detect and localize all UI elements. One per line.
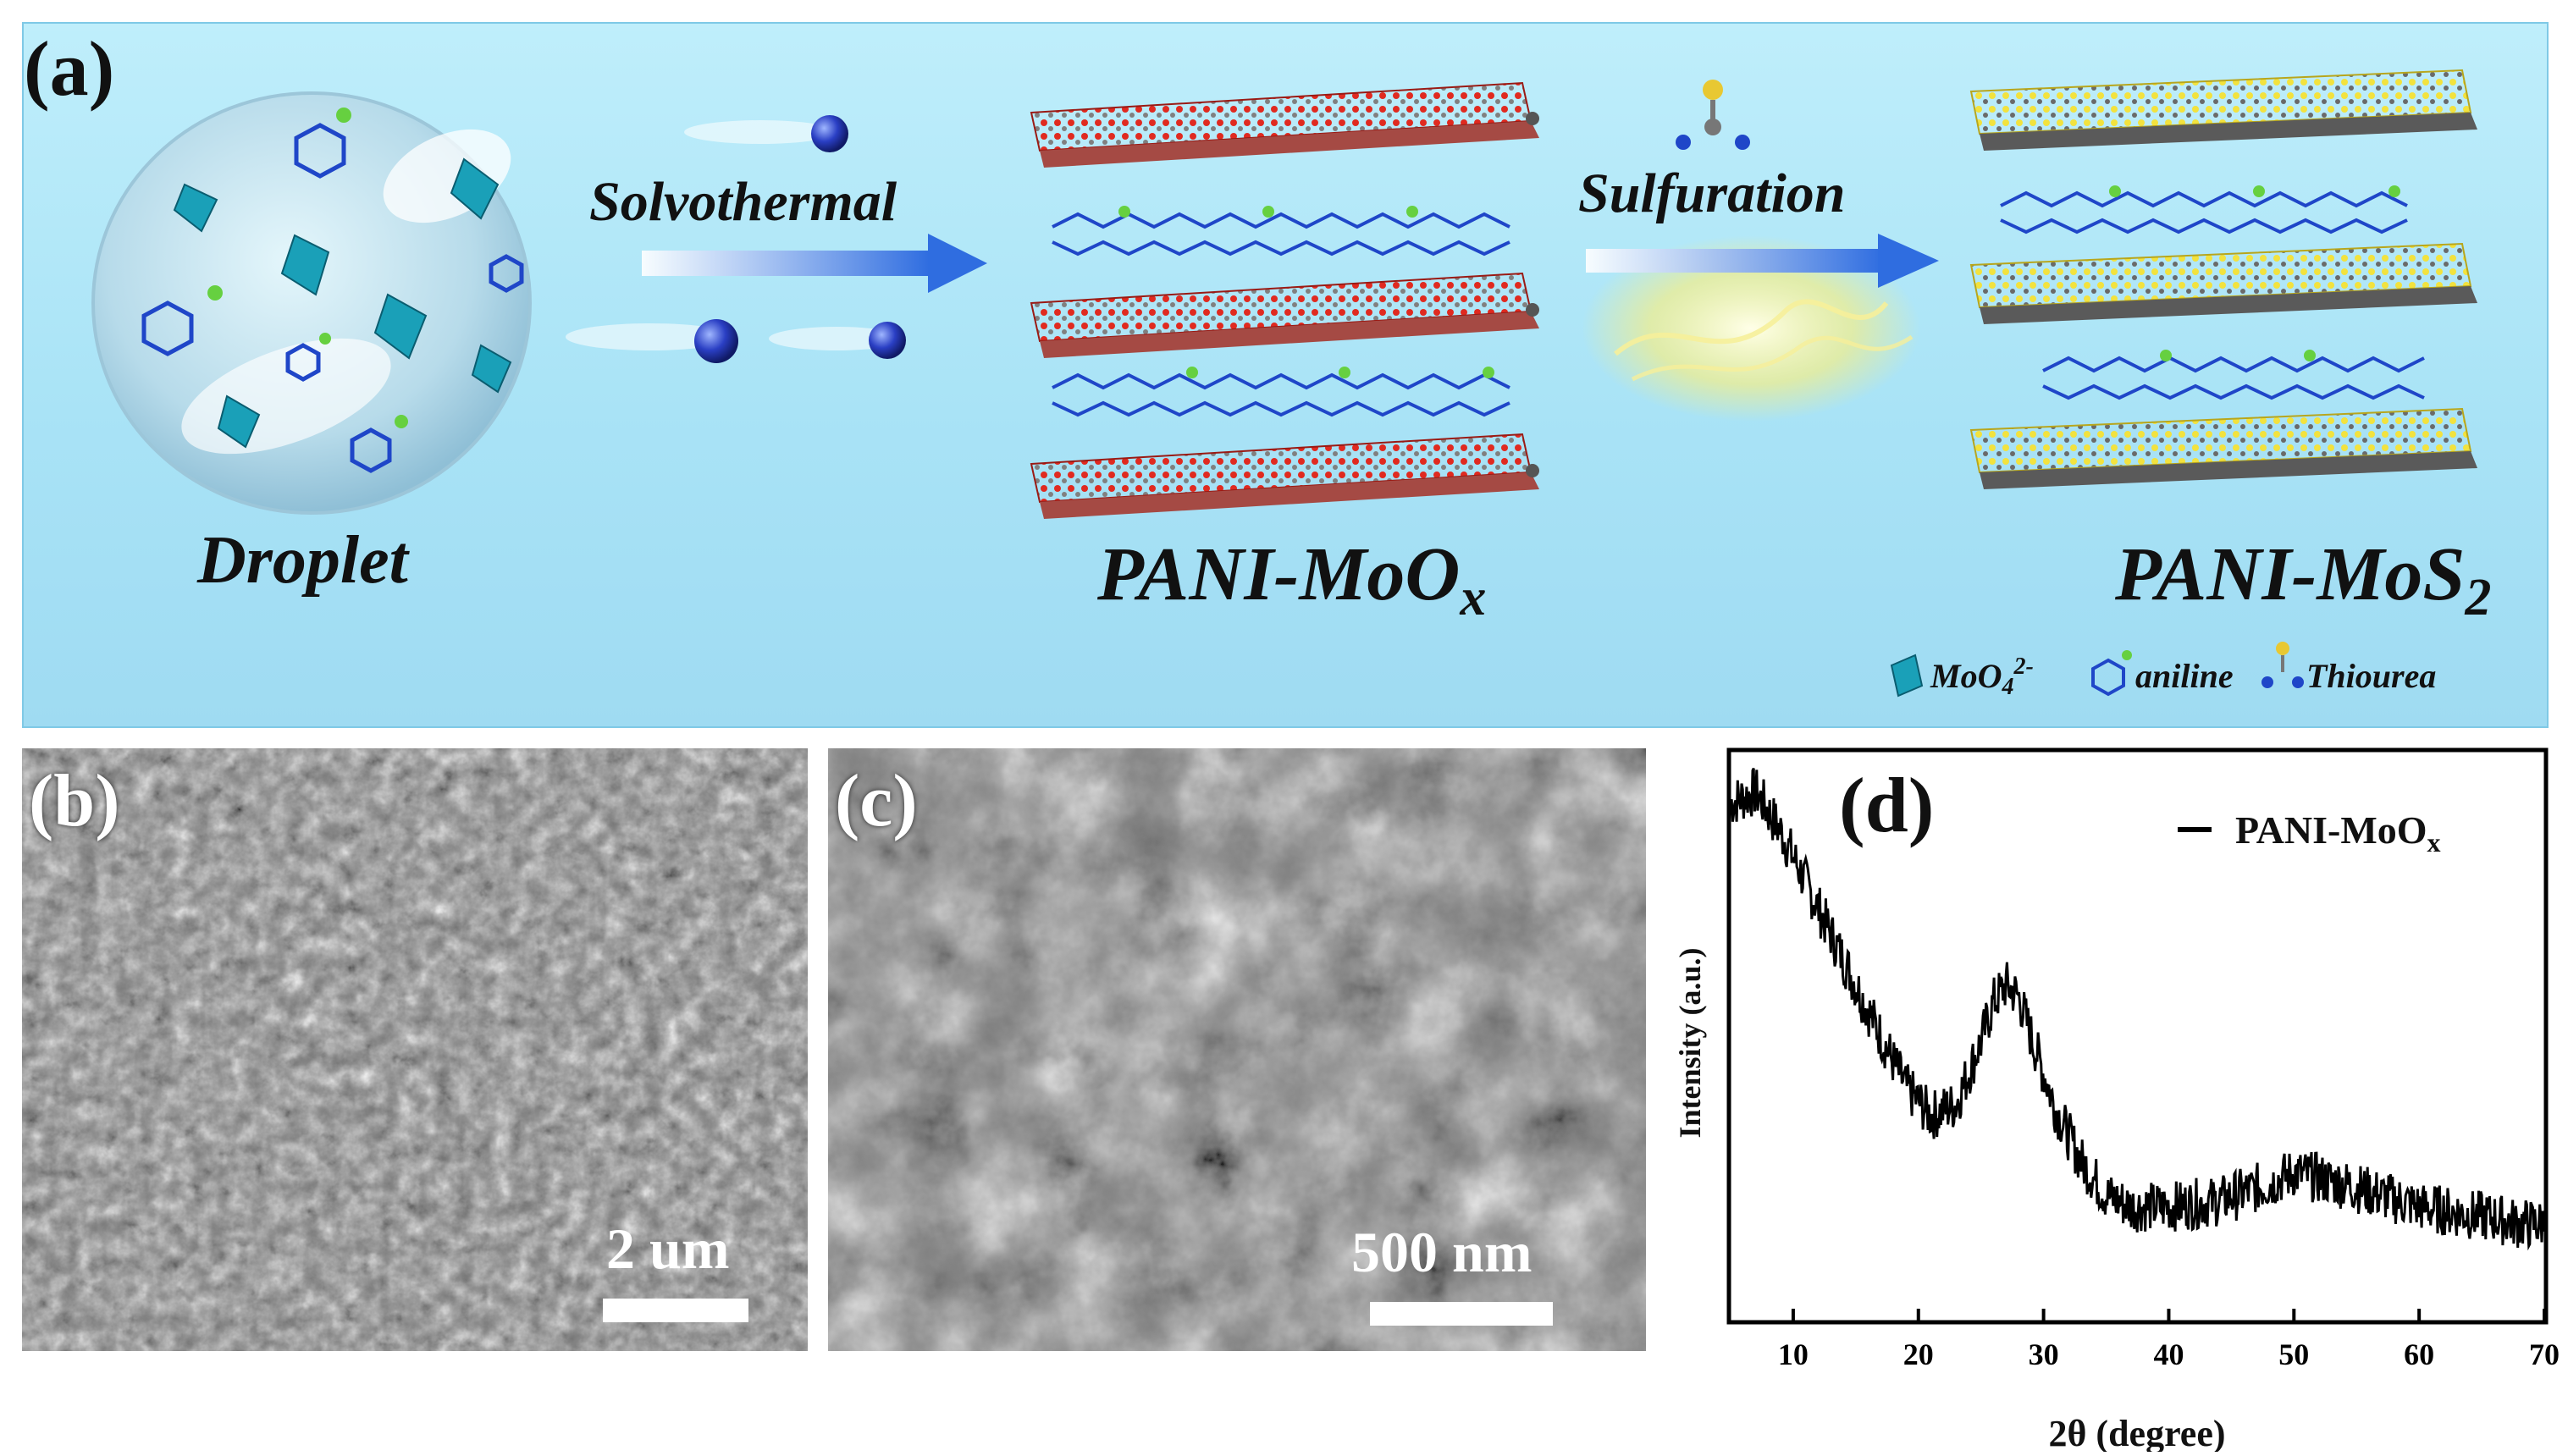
thiourea-legend-label: Thiourea [2306, 657, 2436, 695]
droplet-label: Droplet [196, 523, 411, 598]
x-tick-label-20: 20 [1903, 1337, 1934, 1371]
scale-bar-c [1370, 1302, 1553, 1326]
x-tick-label-40: 40 [2153, 1337, 2184, 1371]
sem-texture-c [828, 748, 1646, 1351]
x-tick-label-60: 60 [2404, 1337, 2434, 1371]
pani-mos2-label: PANI-MoS2 [2114, 532, 2491, 626]
xrd-plot: 10 20 30 40 50 60 70 (d) PANI-MoOx 2θ (degree)… [1673, 747, 2560, 1454]
moo4-legend-icon [1890, 654, 1924, 698]
moo4-legend-label: MoO42- [1930, 654, 2034, 700]
droplet-sphere [91, 91, 532, 515]
thiourea-legend-icon [2261, 642, 2304, 688]
x-tick-label-30: 30 [2029, 1337, 2059, 1371]
schematic-drawing: Droplet Solvothermal [91, 69, 2491, 700]
sulfuration-arrow [1582, 80, 1939, 422]
aniline-legend-icon [2091, 658, 2125, 697]
pani-moox-label: PANI-MoOx [1096, 532, 1486, 626]
x-tick-label-10: 10 [1778, 1337, 1809, 1371]
sulfuration-label: Sulfuration [1578, 163, 1846, 224]
y-axis-label: Intensity (a.u.) [1673, 947, 1707, 1138]
sem-image-c: (c) 500 nm [828, 748, 1646, 1351]
series-line-pani-moox [1729, 768, 2545, 1251]
schematic-legend: MoO42- aniline Thiourea [1890, 642, 2436, 700]
scale-bar-label-b: 2 um [606, 1216, 730, 1281]
panel-label-b: (b) [29, 760, 120, 842]
panel-label-d: (d) [1839, 762, 1934, 848]
legend-label-pani-moox: PANI-MoOx [2235, 808, 2441, 858]
schematic-panel-a: Droplet Solvothermal [22, 22, 2549, 728]
sem-texture-b [22, 748, 808, 1351]
solvothermal-label: Solvothermal [589, 171, 897, 233]
x-tick-label-50: 50 [2278, 1337, 2309, 1371]
solvothermal-arrow [566, 115, 987, 363]
panel-label-c: (c) [835, 760, 918, 842]
panel-label-a: (a) [24, 25, 115, 112]
scale-bar-label-c: 500 nm [1351, 1220, 1533, 1284]
plot-frame [1726, 747, 2549, 1325]
scale-bar-b [603, 1299, 748, 1322]
x-axis-label: 2θ (degree) [2048, 1413, 2225, 1452]
aniline-legend-label: aniline [2135, 657, 2234, 695]
pani-moox-structure [1030, 81, 1539, 519]
sem-image-b: (b) 2 um [22, 748, 808, 1351]
pani-mos2-structure [1969, 69, 2477, 489]
xrd-chart-d: 10 20 30 40 50 60 70 (d) PANI-MoOx 2θ (degree)… [1653, 738, 2567, 1454]
x-tick-label-70: 70 [2529, 1337, 2560, 1371]
